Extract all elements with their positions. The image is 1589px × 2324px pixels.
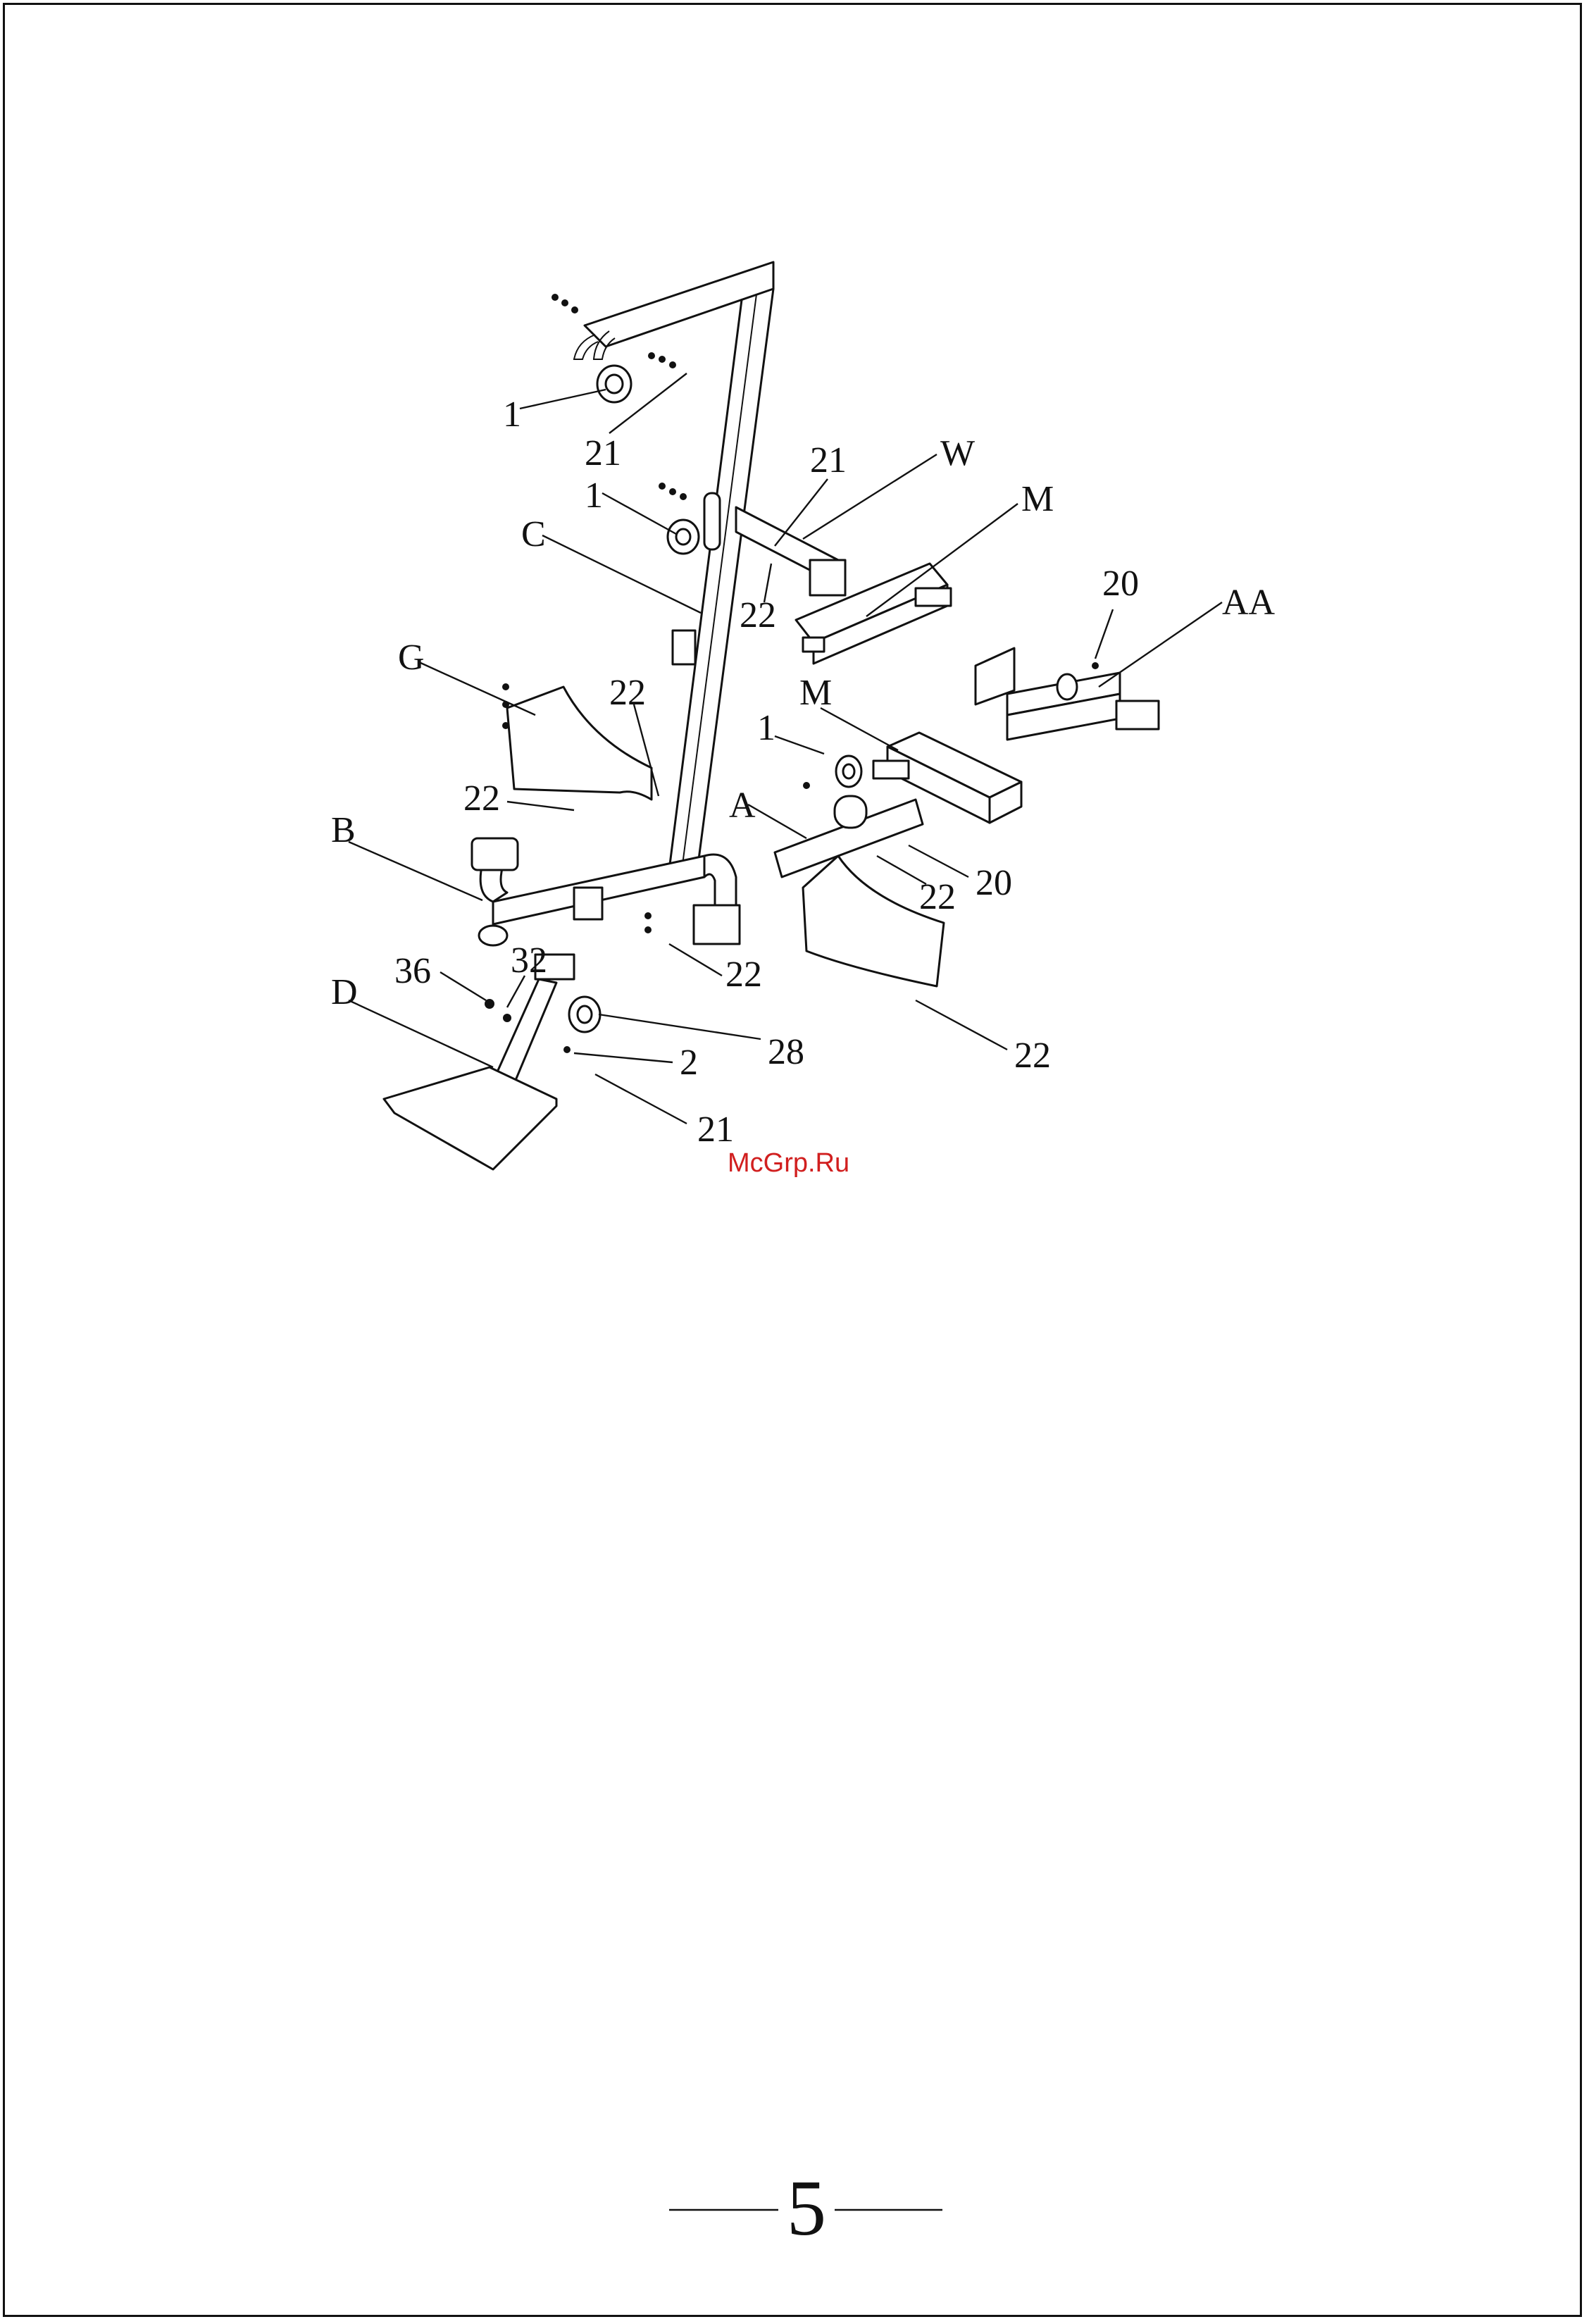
callout-20-a: 20 <box>976 863 1012 903</box>
leader-lines <box>349 373 1222 1124</box>
callout-28: 28 <box>768 1032 804 1072</box>
part-aa-bracket <box>976 648 1159 740</box>
callout-22-left: 22 <box>463 778 500 819</box>
part-w-bracket <box>736 507 845 595</box>
callout-A: A <box>729 785 756 826</box>
callout-36: 36 <box>394 951 431 991</box>
callout-22-a: 22 <box>919 877 956 917</box>
callout-21-w: 21 <box>810 440 847 480</box>
callout-1-right: 1 <box>757 708 775 748</box>
callout-22-g: 22 <box>609 673 646 713</box>
part-a-plate <box>803 856 944 986</box>
callout-labels: 1 21 1 C 21 W 22 M 20 AA G 22 M 1 A 22 B… <box>331 394 1276 1150</box>
callout-32: 32 <box>511 940 547 981</box>
callout-22-base: 22 <box>725 955 762 995</box>
page-number-group: 5 <box>669 2165 942 2252</box>
pulley-mid <box>668 520 699 554</box>
callout-AA: AA <box>1222 583 1276 623</box>
callout-W: W <box>940 433 975 473</box>
callout-21-bottom: 21 <box>697 1110 734 1150</box>
callout-20-top: 20 <box>1102 564 1139 604</box>
callout-22-w: 22 <box>740 595 776 635</box>
page-number: 5 <box>787 2165 826 2252</box>
pulley-top <box>597 366 631 402</box>
watermark-text: McGrp.Ru <box>728 1148 849 1178</box>
callout-D: D <box>331 972 358 1012</box>
callout-22-bottom: 22 <box>1014 1036 1051 1076</box>
callout-M-mid: M <box>799 673 832 713</box>
callout-21-top: 21 <box>585 433 621 473</box>
callout-1-top: 1 <box>503 394 521 435</box>
callout-1-mid: 1 <box>585 476 603 516</box>
callout-2: 2 <box>680 1043 698 1083</box>
callout-B: B <box>331 810 356 850</box>
callout-G: G <box>398 638 425 678</box>
callout-C: C <box>521 514 546 554</box>
callout-M-top: M <box>1021 479 1054 519</box>
